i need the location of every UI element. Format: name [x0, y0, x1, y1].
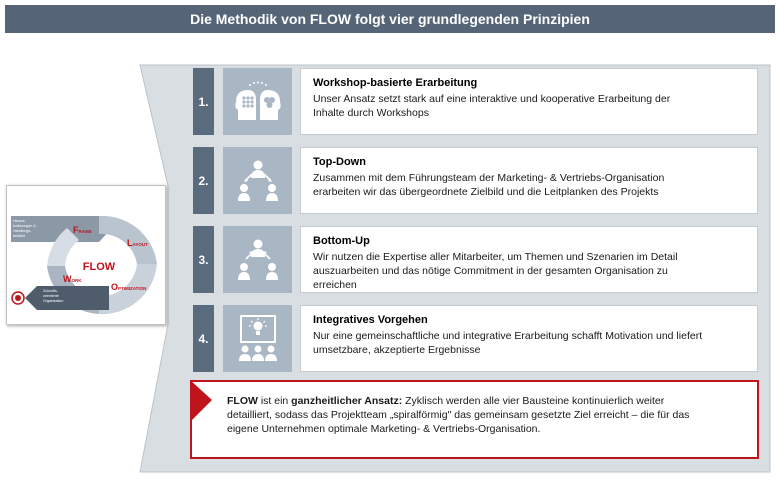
output-text-line: Organisation	[43, 299, 63, 303]
flow-center-label: FLOW	[83, 261, 116, 273]
flow-cycle-thumbnail: Heraus- forderungen & Handlungs- bedarfe…	[6, 185, 166, 325]
output-text-line: orientierte	[43, 294, 59, 298]
flow-cycle-diagram: Heraus- forderungen & Handlungs- bedarfe…	[11, 215, 157, 315]
cycle-segment-optimization	[99, 264, 157, 315]
step-title: Integratives Vorgehen	[313, 314, 428, 326]
red-corner-accent	[190, 380, 212, 422]
input-text-line: Handlungs-	[13, 229, 32, 233]
summary-box: FLOW ist ein ganzheitlicher Ansatz: Zykl…	[190, 380, 759, 459]
step-description: Unser Ansatz setzt stark auf eine intera…	[313, 93, 671, 119]
step-title: Workshop-basierte Erarbeitung	[313, 77, 478, 89]
step-number: 3.	[193, 226, 214, 293]
step-card-integrative: Integratives Vorgehen Nur eine gemeinsch…	[300, 305, 758, 372]
step-number: 4.	[193, 305, 214, 372]
top-down-people-icon	[223, 147, 292, 214]
input-arrow	[11, 216, 111, 242]
step-title: Bottom-Up	[313, 235, 370, 247]
step-card-workshop: Workshop-basierte Erarbeitung Unser Ansa…	[300, 68, 758, 135]
optimization-label: OPTIMIZATION	[111, 282, 146, 292]
cycle-segment-layout	[99, 215, 157, 264]
step-card-top-down: Top-Down Zusammen mit dem Führungsteam d…	[300, 147, 758, 214]
input-text-line: Heraus-	[13, 219, 27, 223]
input-text-line: forderungen &	[13, 224, 36, 228]
input-text-line: bedarfe	[13, 234, 25, 238]
step-title: Top-Down	[313, 156, 366, 168]
step-number: 1.	[193, 68, 214, 135]
step-description: Wir nutzen die Expertise aller Mitarbeit…	[313, 251, 678, 291]
cycle-segment-frame	[47, 228, 79, 266]
summary-text: FLOW ist ein ganzheitlicher Ansatz: Zykl…	[227, 395, 690, 435]
step-number: 2.	[193, 147, 214, 214]
step-description: Zusammen mit dem Führungsteam der Market…	[313, 172, 665, 198]
step-card-bottom-up: Bottom-Up Wir nutzen die Expertise aller…	[300, 226, 758, 293]
page-title: Die Methodik von FLOW folgt vier grundle…	[5, 5, 775, 33]
output-text-line: Zukunfts-	[43, 289, 59, 293]
frame-label: FRAME	[73, 225, 92, 235]
output-arrow	[25, 286, 109, 310]
presentation-idea-icon	[223, 305, 292, 372]
bottom-up-people-icon	[223, 226, 292, 293]
workshop-heads-icon	[223, 68, 292, 135]
work-label: WORK	[63, 274, 82, 284]
step-description: Nur eine gemeinschaftliche und integrati…	[313, 330, 703, 356]
layout-label: LAYOUT	[127, 238, 148, 248]
